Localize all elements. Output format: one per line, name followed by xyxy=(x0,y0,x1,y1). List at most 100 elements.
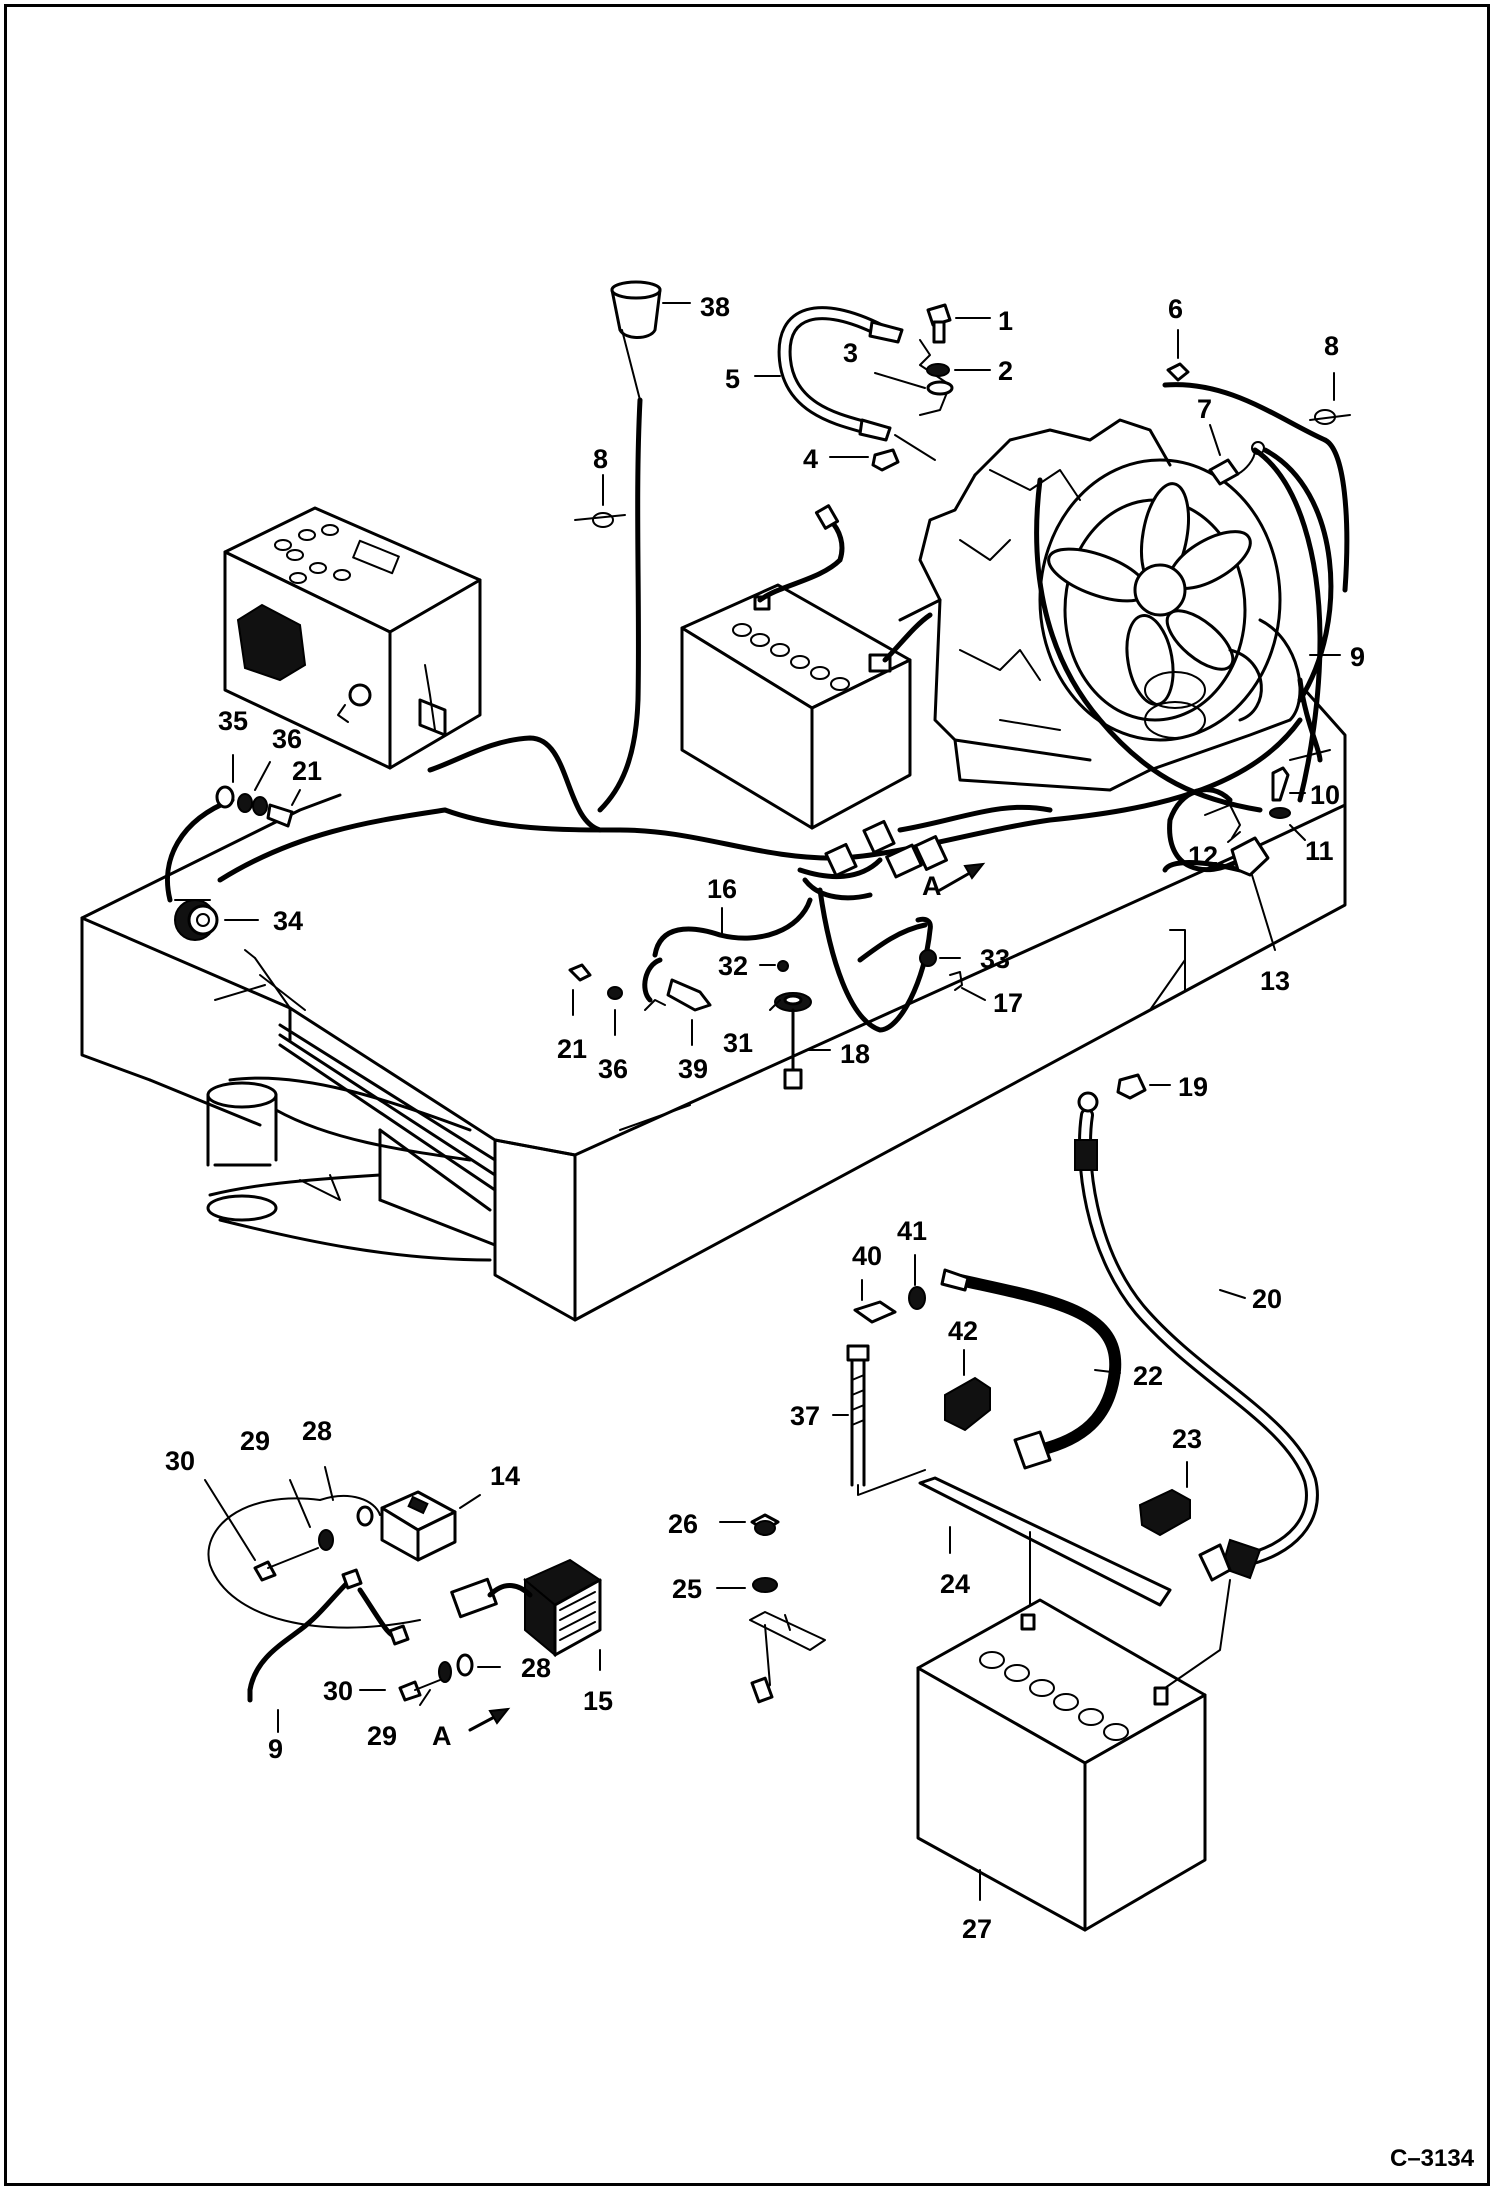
inset-relay-detail xyxy=(207,1490,602,1732)
bolt-21-lower xyxy=(568,963,592,982)
label-37: 37 xyxy=(790,1401,820,1431)
sender-6 xyxy=(1166,362,1190,382)
horn-34 xyxy=(174,899,219,941)
washer-29-lower xyxy=(438,1661,452,1683)
label-42: 42 xyxy=(948,1316,978,1346)
label-41: 41 xyxy=(897,1216,927,1246)
label-5: 5 xyxy=(725,364,740,394)
bolt-30-upper xyxy=(253,1560,277,1582)
hold-down-bracket xyxy=(749,1611,826,1704)
clip-17 xyxy=(949,971,963,991)
label-11: 11 xyxy=(1305,836,1334,866)
connector-cluster xyxy=(797,819,948,901)
bolt-10 xyxy=(1271,766,1290,802)
terminal-cover-42 xyxy=(944,1376,991,1432)
wing-nut-26 xyxy=(750,1513,780,1536)
figure-reference: C–3134 xyxy=(1390,2145,1475,2172)
part-number-labels: 1 2 3 4 5 6 7 8 8 9 10 11 12 13 14 15 16… xyxy=(165,292,1365,1944)
label-4: 4 xyxy=(803,444,818,474)
label-21-lower: 21 xyxy=(557,1034,587,1064)
washer-3 xyxy=(926,380,954,396)
label-6: 6 xyxy=(1168,294,1183,324)
label-29-upper: 29 xyxy=(240,1426,270,1456)
label-35: 35 xyxy=(218,706,248,736)
bolt-21-top xyxy=(266,803,294,828)
battery-cable-22 xyxy=(940,1268,1122,1470)
label-28-lower: 28 xyxy=(521,1653,551,1683)
label-arrow-A-lower: A xyxy=(432,1721,452,1751)
label-24: 24 xyxy=(940,1569,970,1599)
work-light-38 xyxy=(610,280,662,401)
nut-4 xyxy=(871,448,900,472)
label-34: 34 xyxy=(273,906,303,936)
battery-upper xyxy=(680,504,933,830)
label-38: 38 xyxy=(700,292,730,322)
label-13: 13 xyxy=(1260,966,1290,996)
hold-down-bolt-37 xyxy=(846,1344,926,1496)
label-26: 26 xyxy=(668,1509,698,1539)
label-arrow-A-upper: A xyxy=(922,871,942,901)
label-3: 3 xyxy=(843,338,858,368)
battery-27 xyxy=(916,1579,1231,1932)
washer-36-top-b xyxy=(252,796,268,816)
bolt-30-lower xyxy=(398,1680,422,1702)
label-1: 1 xyxy=(998,306,1013,336)
nut-19 xyxy=(1116,1073,1147,1100)
terminal-cover-23 xyxy=(1138,1488,1191,1537)
label-32: 32 xyxy=(718,951,748,981)
terminal-12 xyxy=(1204,804,1241,839)
clip-33 xyxy=(919,949,937,967)
label-8-left: 8 xyxy=(593,444,608,474)
label-7: 7 xyxy=(1197,394,1212,424)
hold-down-bar-24 xyxy=(918,1476,1172,1611)
label-25: 25 xyxy=(672,1574,702,1604)
label-27: 27 xyxy=(962,1914,992,1944)
label-17: 17 xyxy=(993,988,1023,1018)
label-29-lower: 29 xyxy=(367,1721,397,1751)
fuel-sender-18 xyxy=(783,1008,803,1090)
washer-25 xyxy=(752,1577,778,1593)
relay-13 xyxy=(1230,836,1270,877)
label-20: 20 xyxy=(1252,1284,1282,1314)
screw-32 xyxy=(777,960,789,972)
wire-clip-8-right xyxy=(1309,409,1351,425)
label-12: 12 xyxy=(1188,841,1218,871)
label-14: 14 xyxy=(490,1461,520,1491)
label-9: 9 xyxy=(1350,642,1365,672)
battery-cable-20 xyxy=(1074,1091,1319,1582)
switch-39 xyxy=(642,957,712,1012)
label-22: 22 xyxy=(1133,1361,1163,1391)
label-9-inset: 9 xyxy=(268,1734,283,1764)
control-panel-box xyxy=(223,506,482,770)
leader-lines xyxy=(204,302,1341,1901)
battery-cable-5 xyxy=(777,306,951,461)
bolt-40 xyxy=(853,1300,897,1324)
washer-36-top xyxy=(237,793,253,813)
washer-28-lower xyxy=(456,1653,474,1677)
label-40: 40 xyxy=(852,1241,882,1271)
label-8-right: 8 xyxy=(1324,331,1339,361)
label-30-lower: 30 xyxy=(323,1676,353,1706)
nut-35 xyxy=(215,785,235,809)
washer-41 xyxy=(908,1286,926,1310)
view-arrow-A-upper xyxy=(938,862,986,892)
washer-36-lower xyxy=(607,986,623,1000)
label-30-upper: 30 xyxy=(165,1446,195,1476)
label-19: 19 xyxy=(1178,1072,1208,1102)
washer-29-upper xyxy=(318,1529,334,1551)
label-39: 39 xyxy=(678,1054,708,1084)
label-28-upper: 28 xyxy=(302,1416,332,1446)
wire-clip-8-left xyxy=(574,512,626,528)
sensor-7 xyxy=(1208,441,1265,486)
label-10: 10 xyxy=(1310,780,1340,810)
washer-2 xyxy=(926,363,950,377)
machine-frame xyxy=(80,688,1347,1322)
washer-28-upper xyxy=(356,1505,374,1527)
label-18: 18 xyxy=(840,1039,870,1069)
label-15: 15 xyxy=(583,1686,613,1716)
engine-assembly xyxy=(898,418,1302,792)
label-36-lower: 36 xyxy=(598,1054,628,1084)
label-23: 23 xyxy=(1172,1424,1202,1454)
label-2: 2 xyxy=(998,356,1013,386)
